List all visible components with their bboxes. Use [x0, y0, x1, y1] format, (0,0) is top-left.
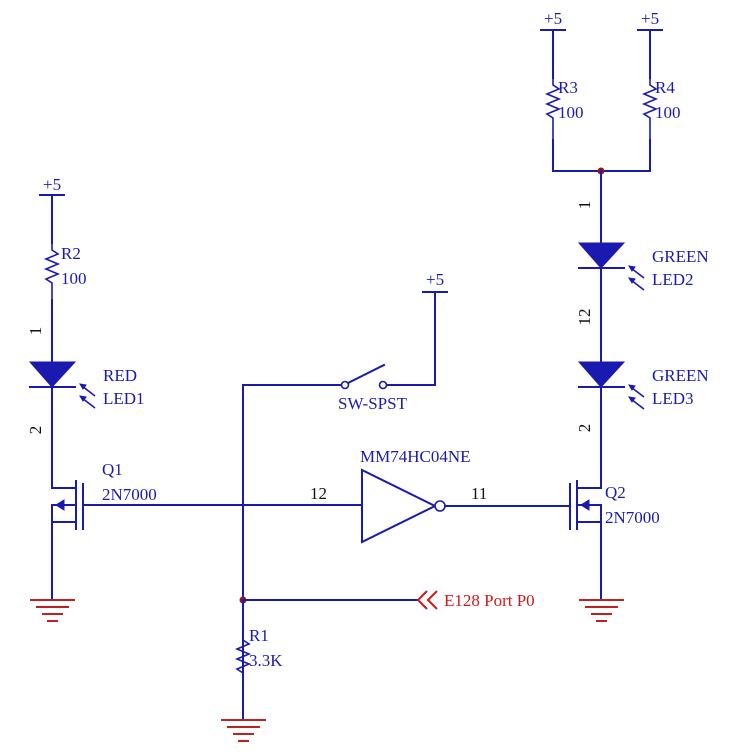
port-e128[interactable]: E128 Port P0: [416, 590, 535, 610]
inverter-part: MM74HC04NE: [360, 447, 471, 466]
led2-pin1-label: 1: [575, 201, 594, 210]
inv-pin-out: 11: [471, 484, 487, 503]
mosfet-q2: Q2 2N7000: [569, 480, 660, 530]
led3-diode: GREEN LED3: [577, 361, 709, 410]
resistor-r3: R3 100: [544, 78, 584, 140]
led1-ref: LED1: [103, 389, 145, 408]
power-label-r4: +5: [641, 9, 659, 28]
power-plus5-r4: +5: [637, 9, 663, 79]
switch-part: SW-SPST: [338, 394, 408, 413]
ground-center: [221, 719, 266, 742]
led1-pin2-label: 2: [26, 426, 45, 435]
q2-part: 2N7000: [605, 508, 660, 527]
led3-color: GREEN: [652, 366, 709, 385]
inverter-buffer: MM74HC04NE: [360, 447, 471, 544]
r1-ref: R1: [249, 626, 269, 645]
resistor-r1: R1 3.3K: [234, 599, 283, 690]
led2-color: GREEN: [652, 247, 709, 266]
power-plus5-left: +5: [39, 175, 65, 244]
led1-pin1-label: 1: [26, 327, 45, 336]
led1-color: RED: [103, 366, 137, 385]
power-label: +5: [43, 175, 61, 194]
resistor-r4: R4 100: [641, 78, 681, 140]
q2-ref: Q2: [605, 483, 626, 502]
resistor-r2: R2 100: [43, 243, 87, 300]
q1-part: 2N7000: [102, 485, 157, 504]
ground-left: [30, 599, 75, 622]
r1-value: 3.3K: [249, 651, 283, 670]
led2-diode: GREEN LED2: [577, 242, 709, 291]
power-label-r3: +5: [544, 9, 562, 28]
led1-diode: RED LED1: [28, 361, 145, 409]
r3-ref: R3: [558, 78, 578, 97]
power-plus5-r3: +5: [540, 9, 566, 79]
ground-right: [579, 599, 624, 622]
r2-ref: R2: [61, 244, 81, 263]
led3-pin2-label: 2: [575, 424, 594, 433]
led2-led3-pin-label: 12: [575, 309, 594, 326]
power-label-switch: +5: [426, 270, 444, 289]
switch-spst: SW-SPST: [338, 363, 408, 413]
r4-value: 100: [655, 103, 681, 122]
q1-ref: Q1: [102, 460, 123, 479]
led2-ref: LED2: [652, 270, 694, 289]
mosfet-q1: Q1 2N7000: [51, 460, 157, 530]
r4-ref: R4: [655, 78, 675, 97]
r3-value: 100: [558, 103, 584, 122]
inv-pin-in: 12: [310, 484, 327, 503]
r2-value: 100: [61, 269, 87, 288]
led3-ref: LED3: [652, 389, 694, 408]
port-label: E128 Port P0: [444, 591, 535, 610]
